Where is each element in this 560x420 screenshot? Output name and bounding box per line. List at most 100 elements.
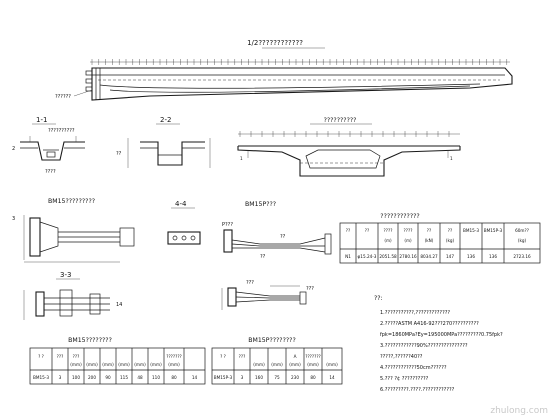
sec44-title: 4-4 [175,200,187,208]
top-table-subheader-8: (kg) [518,238,527,243]
sec22-title: 2-2 [160,116,171,124]
bm15-table-header-8: ??????? [166,354,182,359]
top-table-header-6: BM15-3 [463,228,479,233]
mark-1: ?? [280,234,286,240]
top-table-cell-6: 136 [467,254,475,259]
bm15-table-subheader-2: (mm) [70,362,82,367]
sec22-side-label: ?? [116,151,122,157]
bm15-table-cell-5: 115 [120,375,128,380]
top-table-cell-7: 136 [489,254,497,259]
note-line-3: fpk=1860MPa?Ey=195000MPa?????????0.75fpk… [380,332,503,338]
bm15-anchor-title: BM15????????? [48,198,95,205]
sec11-bottom-label: ???? [45,169,56,175]
bm15p-table: ? ????A???????(mm)(mm)(mm)(mm)(mm)BM15P-… [211,347,343,385]
note-line-6: 4.????????????50cm?????? [380,365,447,371]
note-line-2: 2.?????ASTM A416-92???270?????????? [380,321,479,327]
beam-half-plan [85,59,513,101]
bm15-table-cell-0: BM15-3 [33,375,49,380]
beam-end-label: ?????? [55,94,71,100]
section-1-1 [20,136,85,161]
mark-2: ?? [260,254,266,260]
bm15p-table-header-0: ? ? [220,354,226,359]
bm15-table-header-1: ??? [57,354,64,359]
bm15p-table-cell-5: 80 [310,375,316,380]
bm15-table-subheader-6: (mm) [134,362,146,367]
note-line-1: 1.???????????,????????????? [380,310,450,316]
bm15p-table-subheader-2: (mm) [253,362,265,367]
sec11-title: 1-1 [36,116,47,124]
side-mark-2: 2 [12,146,15,152]
bm15p-table-subheader-6: (mm) [326,362,338,367]
bm15-table-cell-2: 100 [72,375,80,380]
bm15-table-title: BM15???????? [68,337,112,344]
top-table-cell-4: 8034.27 [420,254,438,259]
bm15p-anchor-title: BM15P??? [245,201,276,208]
bm15-table-cell-3: 200 [88,375,96,380]
bm15p-table-cell-3: 75 [274,375,280,380]
top-table-header-1: ?? [365,228,369,233]
section-main-title: ?????????? [324,117,357,124]
main-cross-section: 1 1 [237,131,461,177]
notes-list: 1.???????????,????????????? 2.?????ASTM A… [380,310,503,393]
note-line-5: ?????,??????40?? [380,354,423,360]
bm15-anchor-drawing: 3 [12,215,135,263]
side-mark-3: 3 [12,216,15,222]
note-line-4: 3.????????????90%??????????????? [380,343,468,349]
sec33-title: 3-3 [60,271,71,279]
bm15p-table-cell-0: BM15P-3 [214,375,233,380]
section-3-3 [23,289,110,320]
bm15-table-subheader-4: (mm) [102,362,114,367]
sec-small-title: ?????????? [48,128,75,134]
mark-3: ??? [246,280,254,286]
mark-14: 14 [116,302,122,308]
bm15p-table-title: BM15P???????? [248,337,295,344]
top-table-header-4: ?? [427,228,431,233]
main-title: 1/2???????????? [247,39,303,47]
bm15-table-subheader-5: (mm) [118,362,130,367]
top-table-cell-1: φ15.24-3 [358,254,377,259]
bm15p-table-header-1: ??? [239,354,246,359]
top-table-title: ???????????? [380,213,419,220]
bm15-table-subheader-7: (mm) [150,362,162,367]
note-line-8: 6.?????????.????.???????????? [380,387,455,393]
bm15p-table-cell-2: 160 [255,375,263,380]
bm15-table-cell-4: 90 [105,375,111,380]
mark-4: ??? [306,286,314,292]
bm15p-table-header-4: A [294,354,297,359]
bm15p-table-cell-1: 3 [241,375,244,380]
bm15p-table-cell-4: 230 [291,375,299,380]
bm15-table-subheader-8: (mm) [168,362,180,367]
top-table-header-0: ?? [346,228,350,233]
bm15-table-header-2: ??? [73,354,80,359]
top-table-subheader-5: (kg) [446,238,455,243]
top-table-header-2: ???? [384,228,393,233]
bm15-table-cell-6: 48 [137,375,143,380]
svg-text:1: 1 [450,156,453,161]
top-table-cell-5: 147 [446,254,454,259]
bm15p-table-cell-6: 14 [329,375,335,380]
mark-p: P??? [222,222,233,228]
top-table-cell-8: 2723.16 [513,254,531,259]
section-2-2 [127,138,211,168]
notes-title: ??: [374,295,383,302]
top-table-header-5: ?? [448,228,452,233]
section-4-4 [167,231,201,245]
bm15p-lower-drawing [221,285,307,310]
top-table-subheader-4: (kN) [425,238,434,243]
note-line-7: 5.??? ?¢ ?????????? [380,376,429,382]
bm15-table-cell-7: 110 [152,375,160,380]
bm15p-table-subheader-5: (mm) [307,362,319,367]
bm15-table-header-0: ? ? [38,354,44,359]
bm15-table-cell-9: 14 [192,375,198,380]
top-table-header-7: BM15P-3 [484,228,503,233]
top-table-subheader-2: (m) [384,238,392,243]
bm15-table-cell-8: 80 [171,375,177,380]
top-table-cell-3: 2780.16 [399,254,417,259]
watermark: zhulong.com [490,406,548,416]
top-table-cell-0: N1 [345,254,351,259]
bm15p-table-subheader-4: (mm) [289,362,301,367]
bm15p-anchor-drawing [223,229,332,255]
bm15p-table-subheader-3: (mm) [271,362,283,367]
